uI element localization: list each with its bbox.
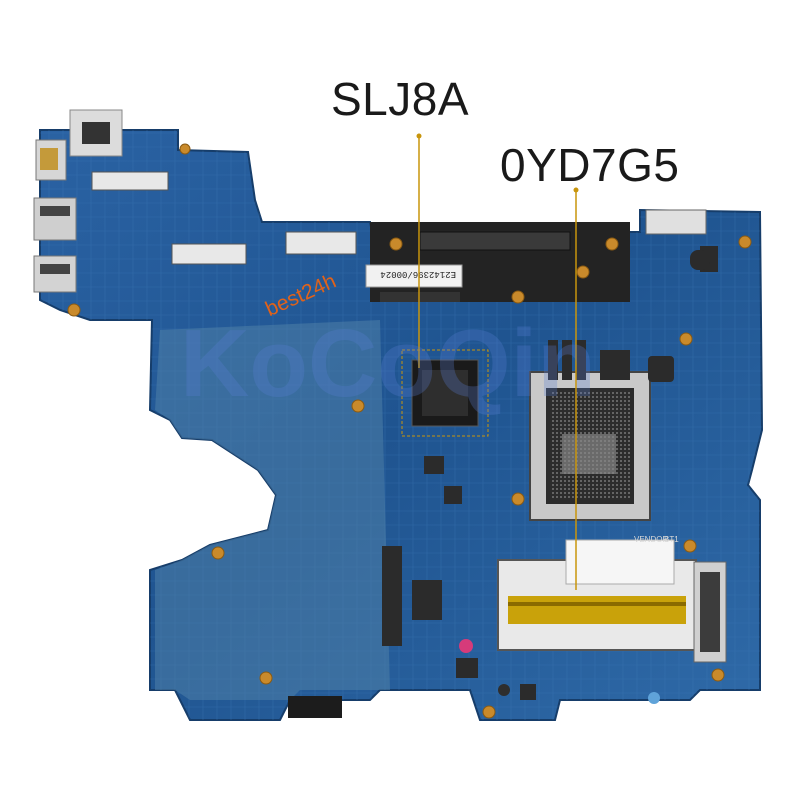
brand-watermark: KoCoQin (180, 310, 596, 417)
cpu-socket (529, 371, 651, 521)
io-ports (33, 109, 123, 293)
ram-slot (497, 539, 697, 651)
chipset-slj8a (401, 349, 489, 437)
callout-leaders (416, 133, 579, 590)
vendor-label: VENDOR (634, 535, 668, 544)
serial-sticker-text: E2142396/00024 (380, 269, 456, 279)
chip-callout-label: SLJ8A (331, 73, 470, 125)
bt-label: BT1 (664, 535, 679, 544)
board-callout-label: 0YD7G5 (500, 139, 680, 191)
